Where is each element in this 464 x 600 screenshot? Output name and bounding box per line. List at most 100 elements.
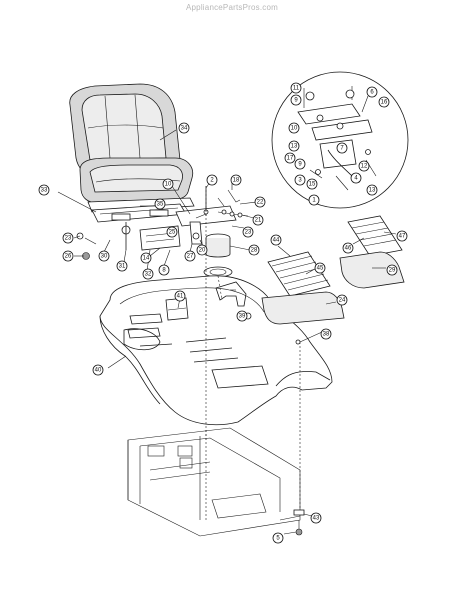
callout-circle [270,234,282,246]
seat [69,83,195,213]
callout-number: 26 [65,253,72,259]
callout-number: 6 [370,89,374,95]
callout-c43: 43 [310,512,322,524]
callout-number: 20 [199,247,206,253]
callout-number: 38 [323,331,330,337]
callout-circle [142,268,154,280]
callout-circle [248,244,260,256]
callout-c39: 39 [236,310,248,322]
callout-c9a: 9 [290,94,302,106]
callout-circle [162,178,174,190]
callout-c11: 11 [290,82,302,94]
foot-pad-44 [267,251,331,297]
callout-number: 41 [177,293,184,299]
callout-c30: 30 [98,250,110,262]
callout-number: 14 [143,255,150,261]
callout-c44: 44 [270,234,282,246]
callout-c10a: 10 [162,178,174,190]
callout-circle [230,174,242,186]
callout-circle [98,250,110,262]
callout-c28: 28 [248,244,260,256]
callout-number: 13 [369,187,376,193]
callout-number: 31 [119,263,126,269]
callout-c32: 32 [142,268,154,280]
callout-c5: 5 [272,532,284,544]
hardware-bottom [293,339,305,536]
callout-number: 45 [317,265,324,271]
callout-number: 12 [361,163,368,169]
callout-c14: 14 [140,252,152,264]
callout-number: 1 [312,197,316,203]
callout-number: 46 [345,245,352,251]
callout-number: 16 [381,99,388,105]
callout-circle [366,86,378,98]
callout-c3: 3 [294,174,306,186]
callout-circle [288,122,300,134]
callout-circle [320,328,332,340]
callout-c25: 25 [166,226,178,238]
callout-number: 11 [293,85,300,91]
callout-number: 21 [255,217,262,223]
callout-circle [116,260,128,272]
callout-number: 18 [233,177,240,183]
callout-c41: 41 [174,290,186,302]
callout-c31: 31 [116,260,128,272]
callout-c23: 23 [62,232,74,244]
callout-c35: 35 [154,198,166,210]
callout-circle [294,174,306,186]
callout-c45: 45 [314,262,326,274]
callout-circle [242,226,254,238]
callout-number: 7 [340,145,344,151]
callout-c16: 16 [378,96,390,108]
callout-circle [62,250,74,262]
callout-number: 27 [187,253,194,259]
assembly-leader-lines [205,190,301,520]
callout-circle [378,96,390,108]
callout-circle [336,142,348,154]
callout-circle [184,250,196,262]
callout-number: 32 [145,271,152,277]
callout-number: 10 [291,125,298,131]
callout-number: 35 [157,201,164,207]
callout-circle [290,94,302,106]
floor-mat-24 [261,291,345,325]
callout-c22: 22 [254,196,266,208]
callout-number: 9 [294,97,298,103]
callout-c20: 20 [196,244,208,256]
seat-bumper-cylinder [203,233,233,278]
callout-number: 25 [169,229,176,235]
callout-leaders [57,129,397,535]
callout-c7: 7 [336,142,348,154]
callout-number: 8 [162,267,166,273]
callout-c46: 46 [342,242,354,254]
callout-number: 22 [257,199,264,205]
callout-circle [366,184,378,196]
callout-circle [314,262,326,274]
callout-circle [252,214,264,226]
callout-circle [254,196,266,208]
callout-number: 17 [287,155,294,161]
callout-c12: 12 [358,160,370,172]
callout-circle [308,194,320,206]
callout-c9b: 9 [294,158,306,170]
callout-circle [272,532,284,544]
callout-circle [158,264,170,276]
callout-circle [342,242,354,254]
callout-circle [284,152,296,164]
callout-number: 34 [181,125,188,131]
foot-pad-43 [347,215,403,257]
callout-number: 3 [298,177,302,183]
callout-circle [174,290,186,302]
callout-circle [358,160,370,172]
callout-c33: 33 [38,184,50,196]
callout-c26: 26 [62,250,74,262]
callout-circle [206,174,218,186]
tractor-frame [127,427,301,537]
callout-number: 9 [298,161,302,167]
callout-circle [236,310,248,322]
callout-circle [290,82,302,94]
callout-circle [154,198,166,210]
callout-c47: 47 [396,230,408,242]
callout-number: 44 [273,237,280,243]
